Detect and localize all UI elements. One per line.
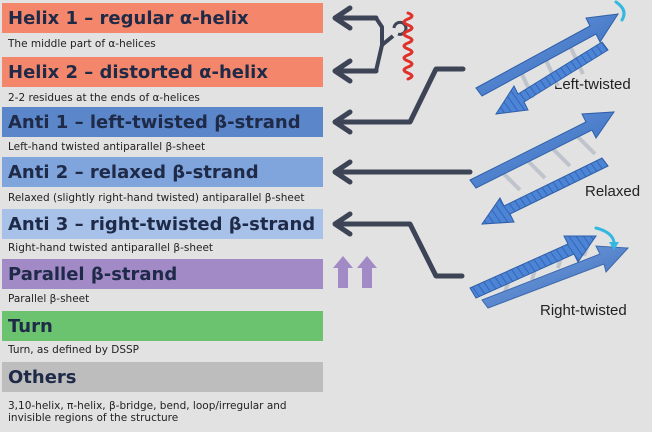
category-title: Helix 2 – distorted α-helix [8, 61, 268, 83]
category-description: Turn, as defined by DSSP [8, 344, 139, 356]
anti2-connector-arrow [332, 159, 473, 185]
category-title: Helix 1 – regular α-helix [8, 7, 249, 29]
category-anti-2: Anti 2 – relaxed β-strand [2, 157, 323, 187]
category-title: Parallel β-strand [8, 263, 178, 285]
category-description: Parallel β-sheet [8, 293, 90, 305]
relaxed-label: Relaxed [585, 183, 641, 200]
category-others: Others [2, 362, 323, 392]
category-description: Right-hand twisted antiparallel β-sheet [8, 242, 214, 254]
left-twisted-label: Left-twisted [554, 76, 631, 93]
right-twisted-sheet [469, 226, 630, 309]
category-title: Anti 2 – relaxed β-strand [8, 161, 259, 183]
category-helix-2: Helix 2 – distorted α-helix [2, 57, 323, 87]
category-parallel: Parallel β-strand [2, 259, 323, 289]
anti1-connector-arrow [332, 66, 466, 135]
right-twisted-label: Right-twisted [540, 302, 627, 319]
category-description: 3,10-helix, π-helix, β-bridge, bend, loo… [8, 400, 287, 424]
helix-spring-icon [374, 11, 414, 81]
relaxed-sheet [469, 111, 615, 225]
parallel-strand-icon [333, 256, 377, 288]
left-twisted-sheet [475, 0, 626, 115]
category-title: Anti 3 – right-twisted β-strand [8, 213, 316, 235]
anti3-connector-arrow [332, 211, 465, 279]
category-helix-1: Helix 1 – regular α-helix [2, 3, 323, 33]
category-description: Left-hand twisted antiparallel β-sheet [8, 141, 206, 153]
category-title: Turn [8, 315, 53, 337]
category-title: Others [8, 366, 77, 388]
category-description: Relaxed (slightly right-hand twisted) an… [8, 192, 305, 204]
helix2-connector-arrow [332, 58, 379, 84]
category-anti-3: Anti 3 – right-twisted β-strand [2, 209, 323, 239]
helix1-connector-arrow [332, 5, 379, 31]
category-anti-1: Anti 1 – left-twisted β-strand [2, 107, 323, 137]
category-description: 2-2 residues at the ends of α-helices [8, 92, 200, 104]
category-description: The middle part of α-helices [8, 38, 156, 50]
category-title: Anti 1 – left-twisted β-strand [8, 111, 301, 133]
category-turn: Turn [2, 311, 323, 341]
